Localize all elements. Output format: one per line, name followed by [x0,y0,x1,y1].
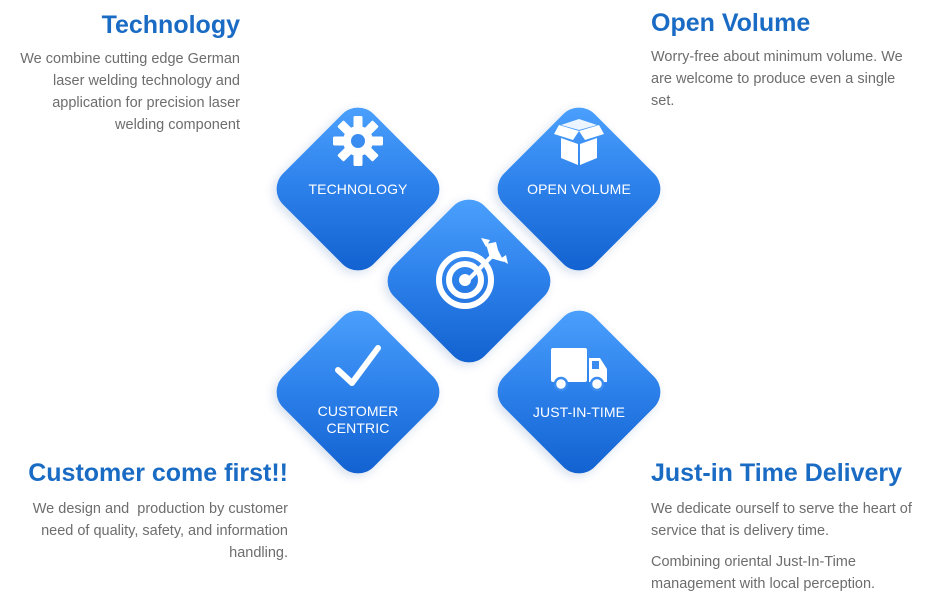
jit-section: Just-in Time Delivery We dedicate oursel… [651,458,940,595]
customer-section: Customer come first!! We design and prod… [0,458,288,564]
tile-label-open-volume: OPEN VOLUME [527,181,631,197]
box-icon [549,111,609,171]
open-volume-line: are welcome to produce even a single [651,71,896,87]
technology-line: laser welding technology and [52,73,240,89]
open-volume-heading: Open Volume [651,9,811,37]
customer-line: We design and production by customer [32,501,288,517]
tile-content: CUSTOMER CENTRIC [268,302,448,482]
technology-heading: Technology [101,11,240,39]
open-volume-line: set. [651,93,675,109]
tile-customer-centric: CUSTOMER CENTRIC [267,301,449,483]
jit-description-2: Combining oriental Just-In-Time manageme… [651,551,940,595]
tile-just-in-time: JUST-IN-TIME [488,301,670,483]
tile-content [379,191,559,371]
jit-description-1: We dedicate ourself to serve the heart o… [651,498,940,542]
customer-line: handling. [229,545,288,561]
checkmark-icon [328,338,388,398]
tile-content: JUST-IN-TIME [489,302,669,482]
tile-technology: TECHNOLOGY [267,98,449,280]
target-icon [434,236,509,311]
jit-heading: Just-in Time Delivery [651,459,903,487]
customer-description: We design and production by customer nee… [0,498,288,564]
jit-line: We dedicate ourself to serve the heart o… [651,501,912,517]
tile-label-just-in-time: JUST-IN-TIME [532,404,626,420]
tile-label-line: CENTRIC [326,420,390,436]
customer-line: need of quality, safety, and information [41,523,288,539]
truck-icon [549,338,609,398]
tile-target [378,190,560,372]
jit-line: service that is delivery time. [651,523,830,539]
gear-icon [328,111,388,171]
open-volume-section: Open Volume Worry-free about minimum vol… [651,8,931,112]
open-volume-description: Worry-free about minimum volume. We are … [651,46,931,112]
customer-heading: Customer come first!! [28,459,288,487]
jit-line: Combining oriental Just-In-Time [651,554,856,570]
tile-label-technology: TECHNOLOGY [308,181,408,197]
technology-section: Technology We combine cutting edge Germa… [0,10,240,136]
tile-content: OPEN VOLUME [489,99,669,279]
tile-label-customer-centric: CUSTOMER CENTRIC [268,403,448,437]
jit-line: management with local perception. [651,576,876,592]
tile-content: TECHNOLOGY [268,99,448,279]
technology-line: welding component [115,117,240,133]
technology-line: We combine cutting edge German [20,51,240,67]
open-volume-line: Worry-free about minimum volume. We [651,49,903,65]
tile-label-line: CUSTOMER [317,403,399,419]
technology-line: application for precision laser [52,95,240,111]
tile-open-volume: OPEN VOLUME [488,98,670,280]
technology-description: We combine cutting edge German laser wel… [0,48,240,136]
